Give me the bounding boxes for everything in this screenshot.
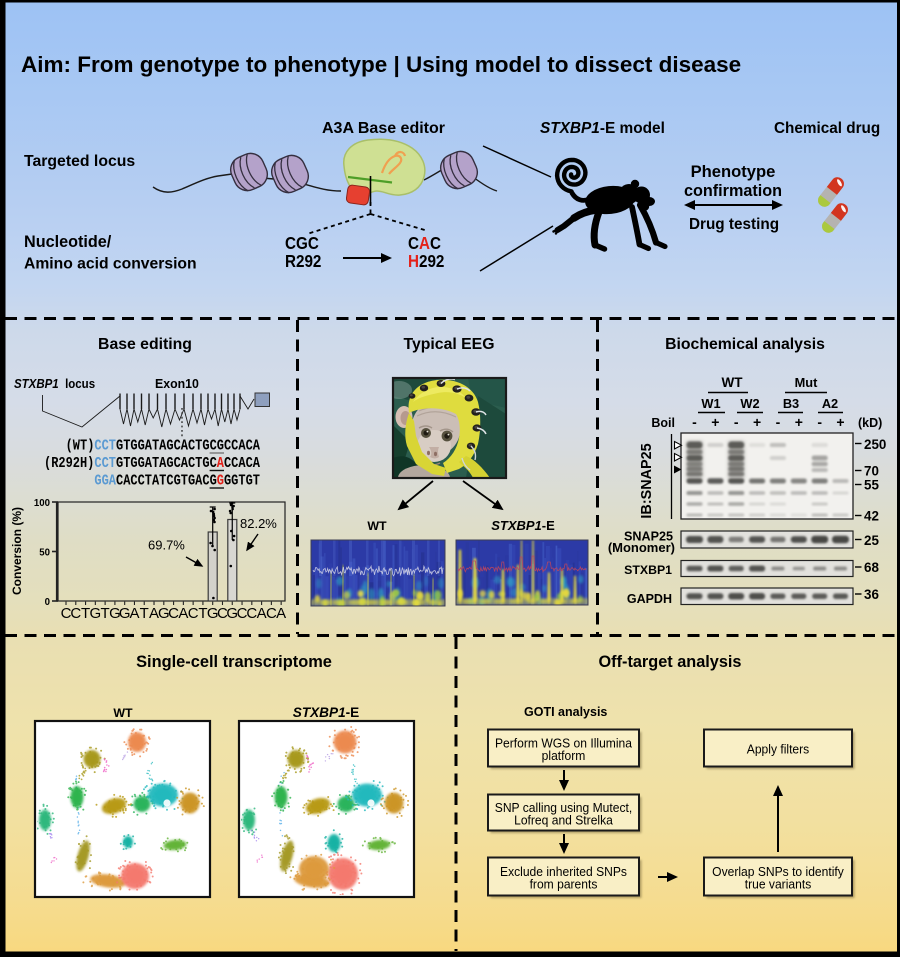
svg-text:+: +: [836, 414, 844, 430]
svg-text:Off-target analysis: Off-target analysis: [599, 653, 742, 671]
svg-text:T: T: [81, 605, 90, 622]
svg-text:+: +: [711, 414, 719, 430]
svg-text:-: -: [692, 414, 697, 430]
svg-text:STXBP1 locus: STXBP1 locus: [14, 377, 95, 392]
svg-text:WT: WT: [722, 375, 744, 390]
svg-text:A2: A2: [822, 396, 838, 411]
svg-text:69.7%: 69.7%: [148, 538, 185, 553]
svg-text:Nucleotide/: Nucleotide/: [24, 233, 112, 251]
svg-text:platform: platform: [542, 749, 586, 763]
svg-text:STXBP1-E model: STXBP1-E model: [540, 120, 665, 137]
svg-text:Phenotype: Phenotype: [691, 162, 776, 181]
svg-text:Boil: Boil: [651, 416, 675, 430]
svg-text:Lofreq and Strelka: Lofreq and Strelka: [514, 813, 613, 827]
svg-text:-: -: [734, 414, 739, 430]
svg-text:100: 100: [34, 498, 50, 509]
svg-text:42: 42: [864, 509, 879, 524]
svg-text:Exclude inherited SNPs: Exclude inherited SNPs: [500, 865, 627, 879]
svg-text:Drug testing: Drug testing: [689, 216, 779, 233]
svg-text:G: G: [207, 605, 219, 622]
svg-text:T: T: [140, 605, 149, 622]
svg-text:T: T: [101, 605, 110, 622]
svg-text:+: +: [753, 414, 761, 430]
svg-text:25: 25: [864, 533, 879, 548]
svg-text:B3: B3: [783, 396, 799, 411]
svg-text:Targeted locus: Targeted locus: [24, 153, 135, 170]
svg-text:Single-cell transcriptome: Single-cell transcriptome: [136, 653, 332, 671]
svg-text:Aim: From genotype to phenotyp: Aim: From genotype to phenotype | Using …: [21, 52, 741, 77]
svg-text:H292: H292: [408, 252, 444, 271]
svg-text:WT: WT: [367, 519, 387, 533]
svg-text:W1: W1: [701, 396, 720, 411]
svg-text:C: C: [266, 605, 277, 622]
svg-text:A3A Base editor: A3A Base editor: [322, 120, 445, 137]
svg-text:-: -: [817, 414, 822, 430]
svg-text:A: A: [257, 605, 267, 622]
svg-text:confirmation: confirmation: [684, 182, 782, 200]
svg-text:true variants: true variants: [745, 877, 811, 891]
svg-text:Apply filters: Apply filters: [747, 742, 809, 756]
svg-text:W2: W2: [740, 396, 759, 411]
svg-text:A: A: [276, 605, 286, 622]
svg-text:0: 0: [45, 597, 51, 608]
svg-text:A: A: [149, 605, 159, 622]
svg-text:+: +: [795, 414, 803, 430]
svg-text:C: C: [246, 605, 257, 622]
svg-text:WT: WT: [113, 706, 133, 720]
svg-text:Biochemical analysis: Biochemical analysis: [665, 336, 825, 353]
svg-text:GGACACCTATCGTGACGGGGTGT: GGACACCTATCGTGACGGGGTGT: [94, 473, 260, 490]
svg-text:STXBP1: STXBP1: [624, 563, 672, 577]
svg-text:(WT)CCTGTGGATAGCACTGCGCCACA: (WT)CCTGTGGATAGCACTGCGCCACA: [66, 438, 261, 455]
svg-text:C: C: [61, 605, 72, 622]
svg-text:STXBP1-E: STXBP1-E: [293, 705, 359, 720]
svg-text:50: 50: [39, 547, 50, 558]
svg-text:Perform WGS on Illumina: Perform WGS on Illumina: [495, 736, 632, 750]
svg-text:70: 70: [864, 464, 879, 479]
svg-text:IB:SNAP25: IB:SNAP25: [639, 443, 655, 518]
svg-text:(Monomer): (Monomer): [608, 540, 675, 555]
svg-text:55: 55: [864, 478, 879, 493]
svg-text:Typical EEG: Typical EEG: [403, 336, 494, 353]
svg-text:CGC: CGC: [285, 234, 319, 253]
svg-text:68: 68: [864, 560, 879, 575]
svg-text:G: G: [90, 605, 102, 622]
svg-text:C: C: [237, 605, 248, 622]
svg-text:A: A: [178, 605, 188, 622]
svg-text:G: G: [119, 605, 131, 622]
svg-text:Conversion (%): Conversion (%): [10, 507, 24, 595]
svg-text:CAC: CAC: [408, 234, 441, 253]
svg-text:G: G: [158, 605, 170, 622]
svg-text:G: G: [109, 605, 121, 622]
svg-text:Exon10: Exon10: [155, 377, 199, 391]
svg-text:Chemical drug: Chemical drug: [774, 120, 880, 137]
svg-text:C: C: [168, 605, 179, 622]
svg-text:250: 250: [864, 437, 886, 452]
svg-text:GAPDH: GAPDH: [627, 592, 672, 606]
svg-text:STXBP1-E: STXBP1-E: [491, 518, 555, 533]
svg-text:SNAP25: SNAP25: [624, 530, 673, 544]
svg-text:A: A: [129, 605, 139, 622]
svg-text:Amino acid conversion: Amino acid conversion: [24, 256, 197, 273]
svg-text:Mut: Mut: [795, 375, 818, 390]
svg-text:from parents: from parents: [530, 877, 598, 891]
svg-text:-: -: [776, 414, 781, 430]
svg-text:82.2%: 82.2%: [240, 516, 277, 531]
svg-text:Base editing: Base editing: [98, 336, 192, 353]
svg-text:T: T: [198, 605, 207, 622]
svg-text:36: 36: [864, 587, 879, 602]
svg-text:G: G: [226, 605, 238, 622]
svg-text:(kD): (kD): [858, 416, 882, 430]
svg-text:(R292H)CCTGTGGATAGCACTGCACCACA: (R292H)CCTGTGGATAGCACTGCACCACA: [44, 456, 261, 473]
svg-text:GOTI analysis: GOTI analysis: [524, 705, 607, 719]
svg-text:R292: R292: [285, 252, 321, 271]
svg-text:C: C: [188, 605, 199, 622]
svg-text:C: C: [217, 605, 228, 622]
svg-text:C: C: [70, 605, 81, 622]
svg-text:SNP calling using Mutect,: SNP calling using Mutect,: [495, 801, 632, 815]
svg-text:Overlap SNPs to identify: Overlap SNPs to identify: [712, 865, 844, 879]
